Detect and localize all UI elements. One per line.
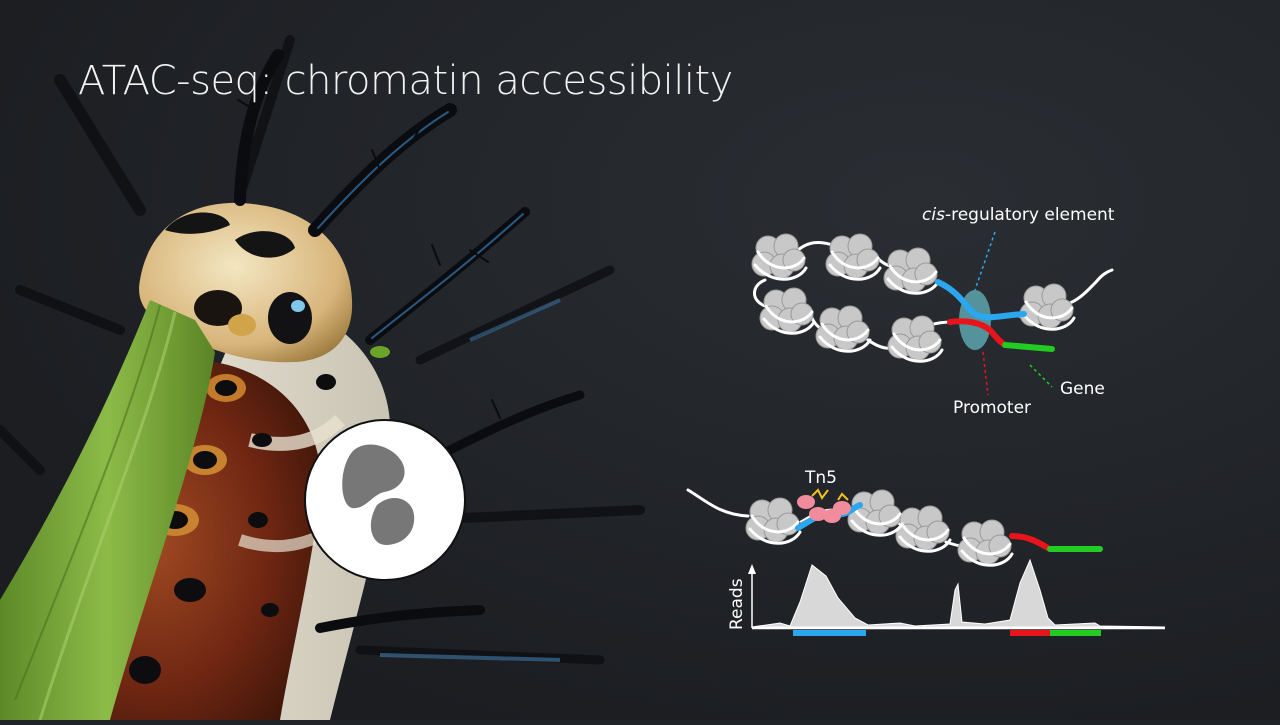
cre-segment [935, 279, 1027, 321]
nucleosome-icon [751, 233, 1074, 361]
reads-track: Reads [727, 558, 1166, 630]
promoter-segment [947, 318, 1008, 348]
tn5-label: Tn5 [804, 468, 837, 488]
tn5-transposase-icon [797, 488, 851, 523]
caterpillar-photo [0, 35, 645, 721]
promoter-label: Promoter [953, 398, 1031, 418]
nucleosome-row [745, 489, 1012, 565]
reads-axis-label: Reads [727, 578, 747, 630]
cre-label-rest: -regulatory element [945, 205, 1115, 225]
cell-nucleus-icon [304, 419, 466, 581]
chromatin-loop-diagram: cis-regulatory element Promoter Gene [751, 205, 1115, 418]
gene-segment [1002, 342, 1055, 352]
title-container: ATAC-seq: chromatin accessibility [78, 58, 733, 104]
cre-label: cis-regulatory element [922, 205, 1115, 225]
tn5-diagram: Tn5 [686, 468, 1166, 636]
gene-label: Gene [1060, 379, 1105, 399]
slide-title: ATAC-seq: chromatin accessibility [78, 58, 733, 104]
cre-label-italic: cis [922, 205, 945, 225]
